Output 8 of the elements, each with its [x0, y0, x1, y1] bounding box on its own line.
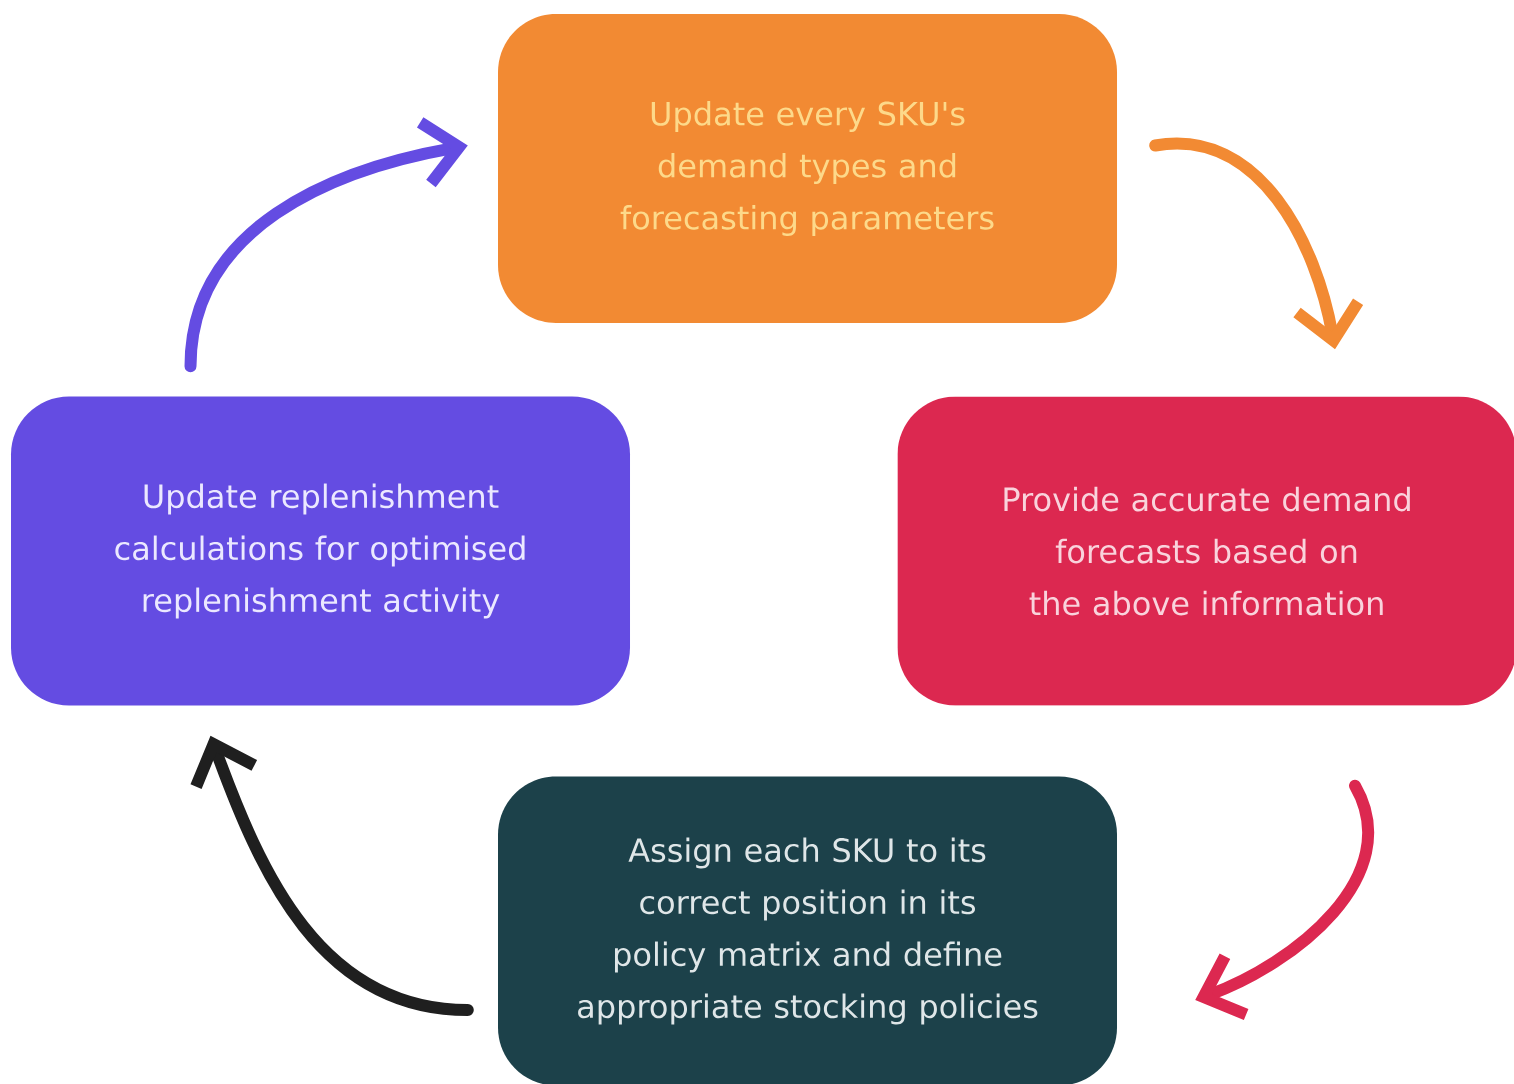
curved-arrow [190, 735, 474, 1016]
process-box: Provide accurate demand forecasts based on the above information [897, 396, 1514, 706]
curved-arrow [1195, 779, 1375, 1020]
process-box: Assign each SKU to its correct position in its policy matrix and define appropriate stocking policies [498, 776, 1117, 1084]
curved-arrow [1149, 137, 1364, 350]
curved-arrow [184, 117, 468, 373]
process-box: Update replenishment calculations for optimised replenishment activity [11, 396, 630, 706]
process-box: Update every SKU's demand types and forecasting parameters [498, 14, 1117, 323]
